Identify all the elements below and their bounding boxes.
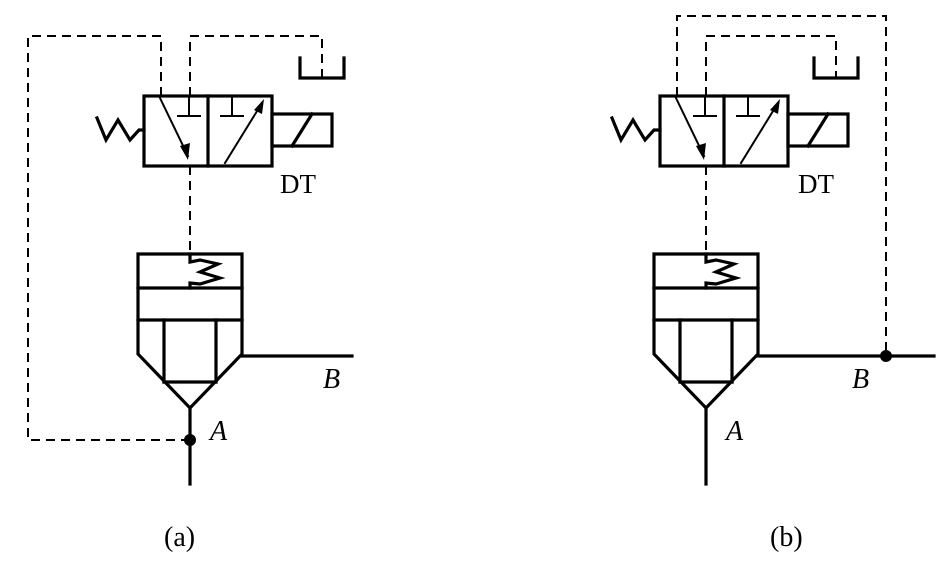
pilot-supply-line-b [676, 15, 887, 356]
spring-symbol-b [609, 115, 662, 144]
junction-dot-b [880, 350, 892, 362]
main-valve-a [136, 252, 244, 411]
port-b-label-a: B [323, 364, 340, 395]
pilot-supply-line-a [27, 35, 190, 441]
diagram-a: DT A B (a) [27, 35, 354, 553]
solenoid-valve-b [658, 94, 790, 168]
solenoid-valve-a [142, 94, 274, 168]
port-b-label-b: B [852, 364, 869, 395]
main-valve-b [652, 252, 760, 411]
pilot-drain-line-b [705, 35, 837, 96]
solenoid-symbol-a [270, 111, 334, 149]
port-a-label-a: A [208, 416, 228, 447]
solenoid-symbol-b [786, 111, 850, 149]
caption-b: (b) [770, 522, 803, 553]
port-a-label-b: A [724, 416, 744, 447]
caption-a: (a) [164, 522, 195, 553]
junction-dot-a [184, 434, 196, 446]
solenoid-label-a: DT [280, 169, 316, 199]
spring-symbol-a [94, 115, 146, 144]
solenoid-label-b: DT [798, 169, 834, 199]
diagram-b: DT A B (b) [609, 15, 936, 553]
pilot-drain-line-a [189, 35, 323, 96]
